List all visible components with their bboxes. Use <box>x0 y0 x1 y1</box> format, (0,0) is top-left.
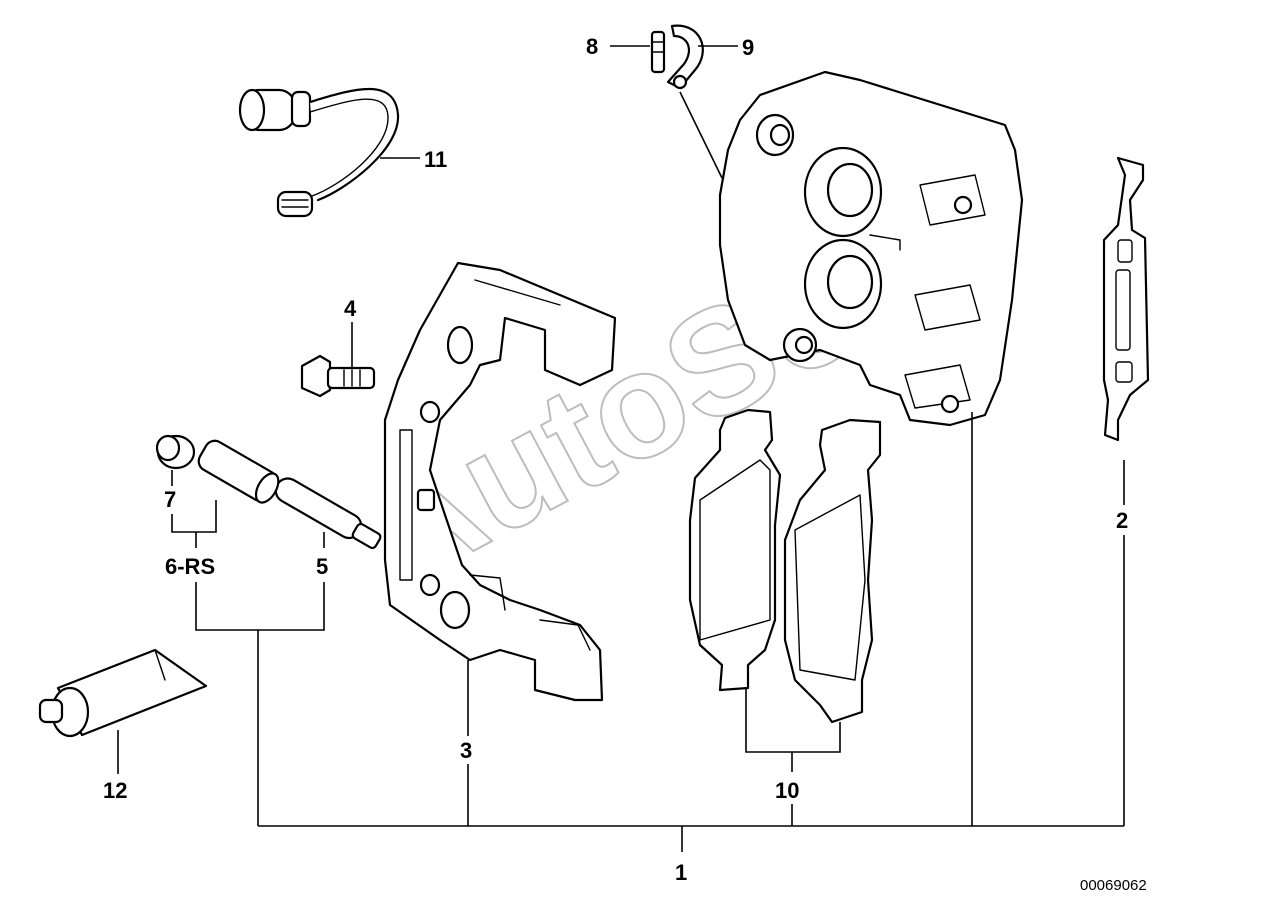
grease-tube-part-12[interactable] <box>38 648 208 738</box>
callout-7: 7 <box>164 487 176 512</box>
callout-4: 4 <box>344 296 357 321</box>
callout-3: 3 <box>460 738 472 763</box>
callout-8: 8 <box>586 34 598 59</box>
dust-cap-part-9[interactable] <box>666 24 704 90</box>
guide-bushing-part-6[interactable] <box>195 437 283 506</box>
brake-pad-rear-part-10[interactable] <box>783 418 882 724</box>
callout-10: 10 <box>775 778 799 803</box>
wear-sensor-part-11[interactable] <box>238 87 400 218</box>
caliper-carrier-part-3[interactable] <box>383 261 617 702</box>
callout-5: 5 <box>316 554 328 579</box>
protective-cap-part-7[interactable] <box>155 434 196 470</box>
anti-rattle-spring-part-2[interactable] <box>1102 156 1150 442</box>
callout-6-rs: 6-RS <box>165 554 215 579</box>
callout-12: 12 <box>103 778 127 803</box>
guide-pin-part-5[interactable] <box>271 474 383 553</box>
leader-lines <box>117 45 1125 852</box>
callout-1: 1 <box>675 860 687 885</box>
callout-11: 11 <box>424 147 447 172</box>
brake-pad-front-part-10[interactable] <box>688 408 782 692</box>
bolt-part-4[interactable] <box>300 354 376 398</box>
bleeder-screw-part-8[interactable] <box>650 30 666 74</box>
caliper-housing[interactable] <box>718 70 1024 427</box>
callout-9: 9 <box>742 35 754 60</box>
drawing-number: 00069062 <box>1080 877 1147 894</box>
callout-2: 2 <box>1116 508 1128 533</box>
